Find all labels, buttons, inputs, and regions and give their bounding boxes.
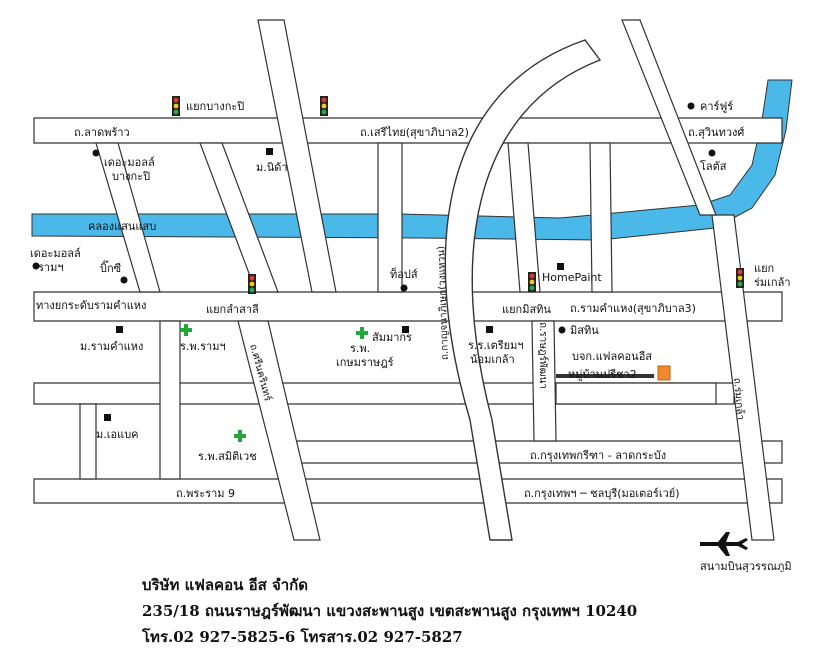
label-mistine-intersection: แยกมิสทิน <box>502 303 551 316</box>
label-rp-ram: ร.พ.รามฯ <box>180 340 226 353</box>
road-west-low-a <box>159 320 181 480</box>
road-kanchanaphisek <box>444 39 602 541</box>
traffic-light-icon <box>320 96 328 116</box>
label-lamsali-intersection: แยกลำสาลี <box>206 303 259 316</box>
traffic-lights <box>172 96 744 294</box>
airplane-icon <box>700 532 748 556</box>
traffic-light-icon <box>248 274 256 294</box>
square-marker <box>104 414 111 421</box>
traffic-light-icon <box>172 96 180 116</box>
label-bangkapi-intersection: แยกบางกะปิ <box>186 100 244 113</box>
label-bigc: บิ๊กซี <box>100 260 122 275</box>
label-ratpattana: ถ.ราษฎร์พัฒนา <box>537 322 549 389</box>
dot-marker <box>708 149 716 157</box>
label-serithai: ถ.เสรีไทย(สุขาภิบาล2) <box>360 126 469 139</box>
label-ramkhamhaeng-junction: ทางยกระดับรามคำแหง <box>36 299 146 312</box>
company-marker[interactable] <box>657 365 671 381</box>
label-themall-bangkapi: เดอะมอลล์บางกะปิ <box>104 156 155 183</box>
label-rr-triamnomklao: ร.ร.เตรียมฯน้อมเกล้า <box>468 339 524 366</box>
label-latphrao: ถ.ลาดพร้าว <box>74 126 130 139</box>
dot-marker <box>120 276 128 284</box>
square-marker <box>402 326 409 333</box>
label-tops: ท็อปส์ <box>390 267 418 281</box>
dot-marker <box>32 262 40 270</box>
traffic-light-icon <box>736 268 744 288</box>
dot-marker <box>92 149 100 157</box>
road-themall-diag <box>199 142 279 293</box>
label-ramkhamhaeng: ถ.รามคำแหง(สุขาภิบาล3) <box>570 302 696 315</box>
label-rp-samitivej: ร.พ.สมิติเวช <box>198 450 257 463</box>
label-lotus: โลตัส <box>700 159 727 173</box>
road-ratpattana <box>531 320 557 442</box>
road-romklao <box>711 214 775 541</box>
square-marker <box>116 326 123 333</box>
label-m-nida: ม.นิด้า <box>256 161 288 174</box>
area-map: ถ.ลาดพร้าว ถ.เสรีไทย(สุขาภิบาล2) ถ.สุวิน… <box>30 19 793 572</box>
road-latphrao-serithai <box>33 117 783 144</box>
label-canal: คลองแสนแสบ <box>88 220 156 233</box>
hospital-cross-icon <box>356 327 368 339</box>
road-mid-b <box>507 142 541 293</box>
road-east-upper <box>621 19 717 216</box>
label-homepaint: HomePaint <box>542 271 602 284</box>
square-marker <box>266 148 273 155</box>
label-rama9: ถ.พระราม 9 <box>176 487 235 500</box>
label-mistine: มิสทิน <box>570 324 599 337</box>
label-rp-kasemrad: ร.พ.เกษมราษฎร์ <box>336 342 394 369</box>
hospital-cross-icon <box>234 430 246 442</box>
road-srinakarin-lower <box>237 320 321 541</box>
label-krungthep-kreetha: ถ.กรุงเทพกรีฑา - ลาดกระบัง <box>530 449 666 462</box>
road-village <box>555 382 717 405</box>
footer-company-name: บริษัท แฟลคอน อีส จำกัด <box>142 576 308 594</box>
label-m-ramkhamhaeng: ม.รามคำแหง <box>80 340 143 353</box>
dot-marker <box>400 284 408 292</box>
traffic-light-icon <box>528 272 536 292</box>
hospital-cross-icon <box>180 324 192 336</box>
romklao-line2: ร่มเกล้า <box>754 276 791 289</box>
label-krungthep-chonburi: ถ.กรุงเทพฯ ─ ชลบุรี(มอเตอร์เวย์) <box>524 487 680 500</box>
footer-phone: โทร.02 927-5825-6 โทรสาร.02 927-5827 <box>142 628 463 646</box>
label-romklao-road: ถ.ร่มเกล้า <box>731 377 747 420</box>
square-marker <box>557 263 564 270</box>
label-kanchanaphisek: ถ.กาญจนาภิเษก(วงแหวน) <box>436 246 451 361</box>
label-m-abac: ม.เอแบค <box>96 428 139 441</box>
label-sukhumvit: ถ.สุวินทวงศ์ <box>688 126 744 139</box>
dot-marker <box>558 326 566 334</box>
company-pointer <box>556 374 654 378</box>
dot-marker <box>687 102 695 110</box>
romklao-line1: แยก <box>754 262 774 275</box>
hospital-markers <box>180 324 368 442</box>
road-mid-c <box>589 142 613 293</box>
road-srinakarin <box>257 19 337 293</box>
label-village: หมู่บ้านปรีชา2 <box>568 368 637 381</box>
road-west-low-b <box>79 403 97 480</box>
label-carrefour: คาร์ฟูร์ <box>700 100 733 113</box>
label-company: บจก.แฟลคอนอีส <box>572 350 652 363</box>
road-mid-a <box>377 142 403 293</box>
company-footer: บริษัท แฟลคอน อีส จำกัด 235/18 ถนนราษฎร์… <box>142 572 637 650</box>
label-romklao-intersection: แยก ร่มเกล้า <box>754 262 791 289</box>
square-marker <box>486 326 493 333</box>
road-rama9 <box>33 478 783 504</box>
label-airport: สนามบินสุวรรณภูมิ <box>700 560 792 572</box>
label-themall-ram: เดอะมอลล์รามฯ <box>30 247 81 274</box>
footer-address: 235/18 ถนนราษฎร์พัฒนา แขวงสะพานสูง เขตสะ… <box>142 602 638 620</box>
label-sammakorn: สัมมากร <box>372 331 412 344</box>
road-west-diag <box>95 142 161 293</box>
